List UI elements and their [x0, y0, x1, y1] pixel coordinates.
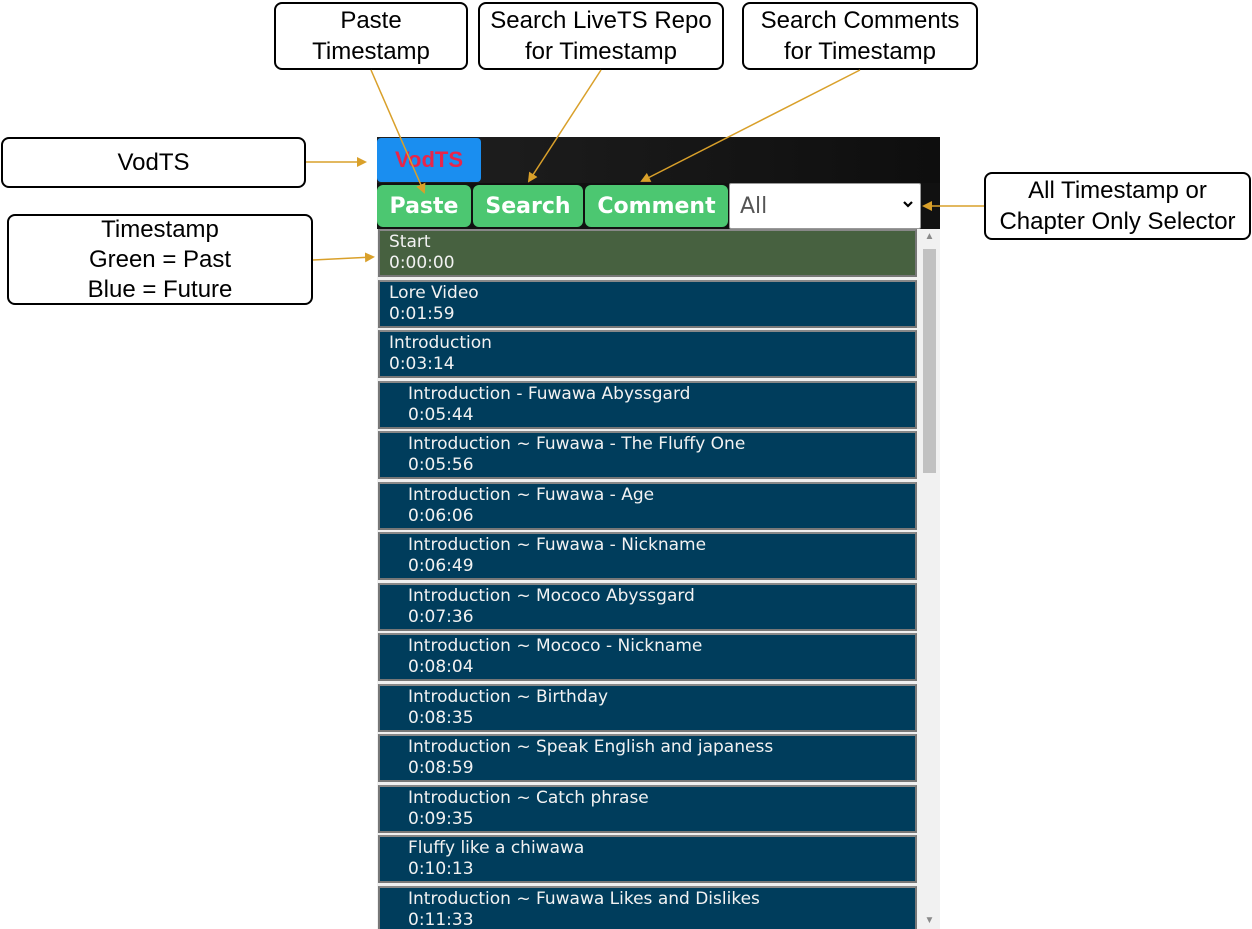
callout-selector: All Timestamp or Chapter Only Selector: [984, 172, 1251, 240]
vodts-logo-button[interactable]: VodTS: [377, 138, 481, 182]
scrollbar-thumb[interactable]: [923, 249, 936, 473]
callout-search-line-1: Search LiveTS Repo: [490, 7, 712, 34]
callout-vodts-line-1: VodTS: [117, 149, 190, 176]
timestamp-time: 0:06:49: [408, 556, 474, 576]
timestamp-time: 0:05:44: [408, 404, 474, 425]
comment-button[interactable]: Comment: [585, 185, 728, 227]
toolbar: Paste Search Comment All: [377, 183, 940, 229]
timestamp-title: Introduction ~ Fuwawa - Age: [408, 484, 655, 505]
timestamp-title: Introduction ~ Fuwawa - Nickname: [408, 535, 707, 555]
timestamp-title: Introduction ~ Birthday: [408, 686, 609, 707]
timestamp-title: Start: [389, 232, 431, 252]
timestamp-title: Lore Video: [389, 282, 479, 303]
callout-paste: Paste Timestamp: [274, 2, 468, 70]
search-button[interactable]: Search: [473, 185, 583, 227]
timestamp-title: Fluffy like a chiwawa: [408, 838, 585, 858]
callout-comment-line-1: Search Comments: [760, 7, 960, 34]
callout-timestamp-line-3: Blue = Future: [87, 275, 233, 303]
callout-selector-line-2: Chapter Only Selector: [999, 208, 1236, 235]
callout-timestamp-line-2: Green = Past: [88, 245, 232, 273]
timestamp-time: 0:09:35: [408, 808, 474, 829]
timestamp-title: Introduction ~ Fuwawa - The Fluffy One: [408, 434, 746, 454]
timestamp-title: Introduction ~ Catch phrase: [408, 787, 649, 808]
callout-paste-line-1: Paste: [340, 7, 402, 34]
timestamp-time: 0:11:33: [408, 909, 474, 929]
callout-search: Search LiveTS Repo for Timestamp: [478, 2, 724, 70]
timestamp-item[interactable]: Introduction ~ Speak English and japanes…: [378, 734, 917, 782]
timestamp-time: 0:08:04: [408, 657, 474, 677]
timestamp-title: Introduction ~ Mococo - Nickname: [408, 636, 703, 656]
callout-comment-line-2: for Timestamp: [783, 38, 937, 65]
timestamp-time: 0:08:59: [408, 758, 474, 778]
timestamp-time: 0:01:59: [389, 303, 455, 324]
timestamp-title: Introduction ~ Mococo Abyssgard: [408, 585, 695, 606]
callout-timestamp: Timestamp Green = Past Blue = Future: [7, 214, 313, 305]
scrollbar[interactable]: ▲ ▼: [919, 229, 940, 929]
timestamp-title: Introduction: [389, 333, 492, 353]
timestamp-time: 0:10:13: [408, 859, 474, 879]
callout-timestamp-line-1: Timestamp: [101, 215, 219, 243]
callout-search-line-2: for Timestamp: [524, 38, 678, 65]
timestamp-title: Introduction ~ Fuwawa Likes and Dislikes: [408, 888, 760, 909]
paste-button[interactable]: Paste: [377, 185, 471, 227]
timestamp-time: 0:07:36: [408, 606, 474, 627]
timestamp-time: 0:05:56: [408, 455, 474, 475]
timestamp-title: Introduction - Fuwawa Abyssgard: [408, 383, 691, 404]
arrow-timestamp: [312, 252, 375, 263]
triangle-down-icon[interactable]: ▼: [924, 915, 935, 926]
timestamp-time: 0:00:00: [389, 253, 455, 273]
callout-paste-line-2: Timestamp: [312, 38, 430, 65]
timestamp-time: 0:08:35: [408, 707, 474, 728]
callout-selector-line-1: All Timestamp or: [1028, 177, 1207, 204]
chapter-filter-value: All: [740, 193, 768, 219]
callout-comment: Search Comments for Timestamp: [742, 2, 978, 70]
timestamp-item[interactable]: Introduction ~ Fuwawa Likes and Dislikes…: [378, 885, 917, 929]
chapter-filter-select[interactable]: All: [729, 183, 921, 229]
timestamp-title: Introduction ~ Speak English and japanes…: [408, 737, 774, 757]
triangle-up-icon[interactable]: ▲: [924, 231, 935, 242]
timestamp-time: 0:06:06: [408, 505, 474, 526]
callout-vodts: VodTS: [1, 137, 306, 188]
timestamp-time: 0:03:14: [389, 354, 455, 374]
chevron-down-icon: [902, 195, 914, 214]
panel-header: VodTS: [377, 137, 940, 183]
